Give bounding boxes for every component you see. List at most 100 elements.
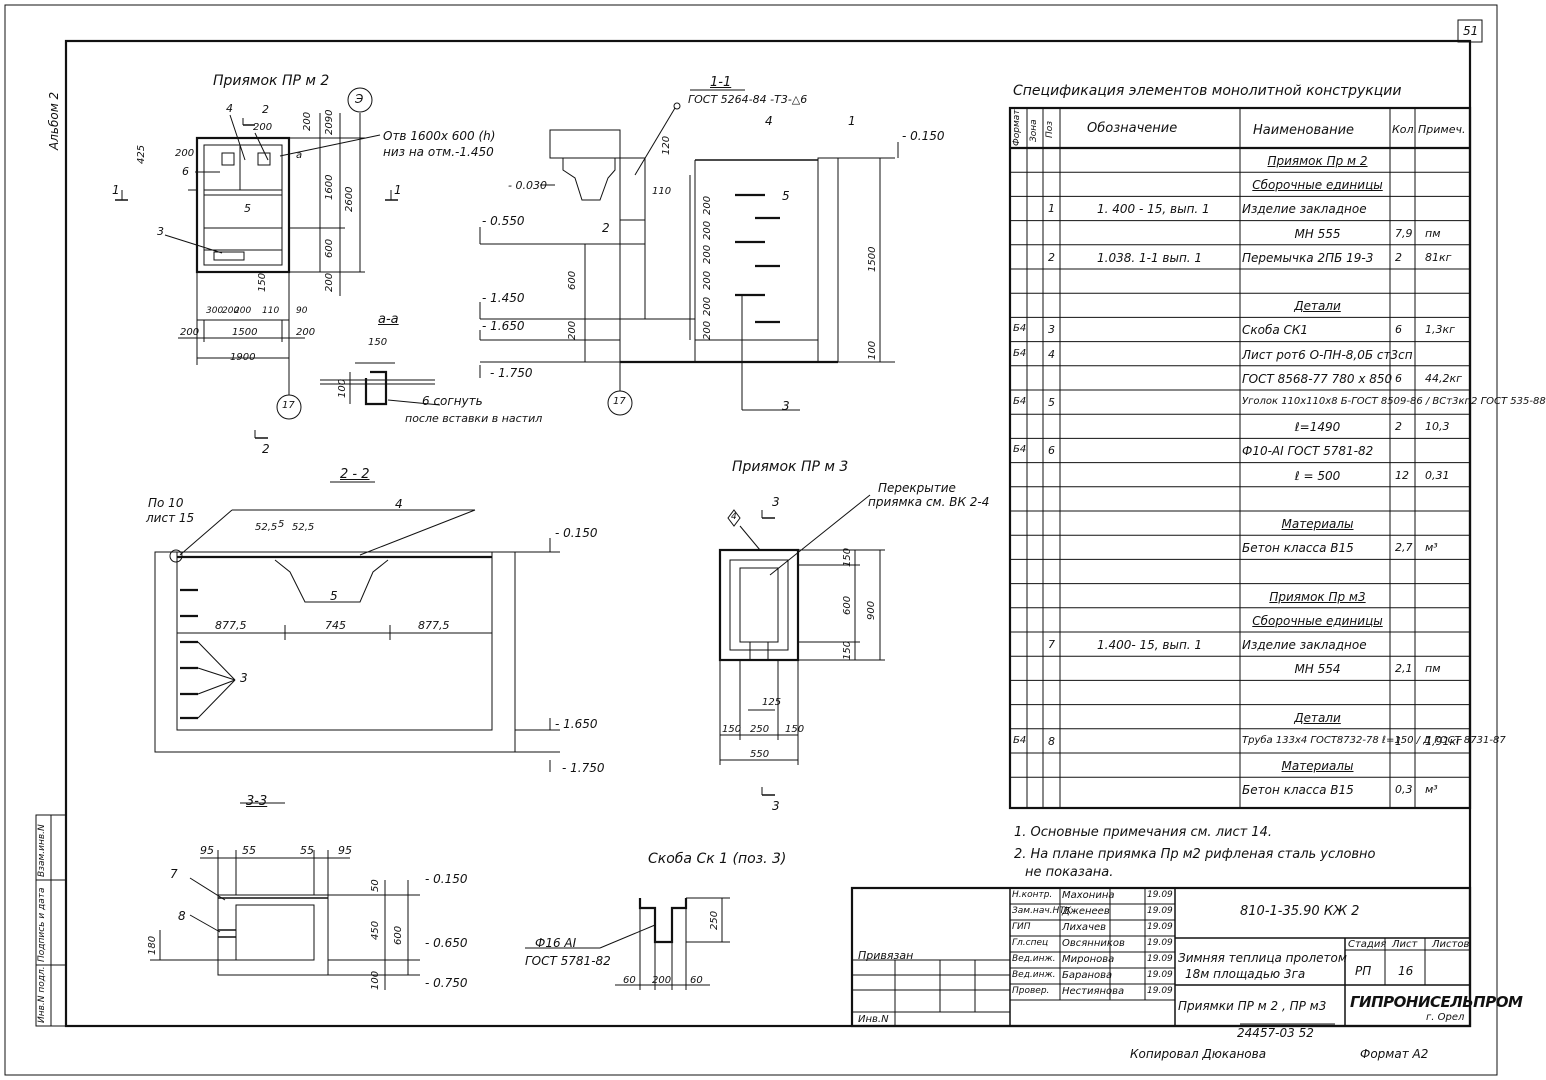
s11-step-2: 200 <box>702 220 713 240</box>
s22-dim-745: 745 <box>325 619 346 632</box>
prm3-dim-550: 550 <box>750 749 770 760</box>
s33-dim-55-a: 55 <box>242 844 256 857</box>
dim-300: 300 <box>206 306 224 316</box>
s22-elev-1750: - 1.750 <box>562 761 605 775</box>
spec-cell-pos: 5 <box>1048 396 1055 409</box>
s11-step-5: 200 <box>702 296 713 316</box>
s33-dim-95-b: 95 <box>338 844 352 857</box>
spec-cell-note: 1,3кг <box>1425 323 1455 337</box>
spec-cell-note: пм <box>1425 662 1441 676</box>
s33-dim-100: 100 <box>370 970 381 990</box>
s33-dim-55-b: 55 <box>300 844 314 857</box>
note-2: 2. На плане приямка Пр м2 рифленая сталь… <box>1014 847 1376 862</box>
tb-date: 19.09 <box>1147 890 1173 900</box>
spec-cell-qty: 6 <box>1395 323 1402 337</box>
s33-dim-180: 180 <box>147 935 158 955</box>
spec-cell-name: Лист рот6 О-ПН-8,0Б ст3сп <box>1242 347 1413 362</box>
tb-inv: Инв.N <box>858 1014 889 1025</box>
prm3-section-3-bottom: 3 <box>772 799 780 813</box>
spec-cell-name: Бетон класса В15 <box>1242 783 1354 798</box>
spec-cell-pos: 3 <box>1048 323 1055 337</box>
s22-dim-877-a: 877,5 <box>215 619 247 632</box>
tb-role: Вед.инж. <box>1012 954 1056 964</box>
s11-dim-110: 110 <box>652 186 672 197</box>
spec-cell-pos: 6 <box>1048 444 1055 458</box>
plan-pos-3: 3 <box>157 225 164 238</box>
dim-200-b2: 200 <box>234 306 252 316</box>
s33-elev-0650: - 0.650 <box>425 936 468 950</box>
aa-note-1: 6 согнуть <box>422 394 483 408</box>
spec-cell-name: Бетон класса В15 <box>1242 541 1354 556</box>
s22-elev-0150: - 0.150 <box>555 526 598 540</box>
stamp-inv-label: Инв.N подл. <box>37 966 47 1023</box>
spec-cell-note: 1,91кг <box>1425 734 1462 748</box>
s11-elev-0150: - 0.150 <box>902 129 945 143</box>
section-mark-2-bottom: 2 <box>262 442 270 456</box>
spec-cell-qty: 2 <box>1395 250 1402 264</box>
spec-cell-qty: 2 <box>1395 420 1402 434</box>
spec-cell-name: Скоба СК1 <box>1242 323 1309 338</box>
tb-project-1: Зимняя теплица пролетом <box>1178 951 1347 965</box>
tb-name: Лихачев <box>1062 922 1107 933</box>
s11-dim-120: 120 <box>661 135 672 155</box>
spec-cell-name: МН 555 <box>1294 226 1341 241</box>
tb-stage-label: Стадия <box>1348 939 1387 950</box>
s22-ref-1: По 10 <box>148 496 184 510</box>
spec-cell-format: Б4 <box>1013 396 1027 407</box>
spec-cell-format: Б4 <box>1013 734 1027 746</box>
prm3-section-3-top: 3 <box>772 495 780 509</box>
s22-dim-5: 5 <box>278 519 285 530</box>
section-mark-1-right: 1 <box>394 183 402 197</box>
tb-sheets-label: Листов <box>1432 939 1470 950</box>
tb-code: 810-1-35.90 КЖ 2 <box>1240 904 1360 919</box>
s33-elev-0750: - 0.750 <box>425 976 468 990</box>
s22-elev-1650: - 1.650 <box>555 717 598 731</box>
spec-cell-designation: 1. 400 - 15, вып. 1 <box>1097 202 1210 217</box>
tb-city: г. Орел <box>1426 1012 1465 1023</box>
spec-cell-name: Изделие закладное <box>1242 202 1367 217</box>
s11-elev-1650: - 1.650 <box>482 319 525 333</box>
aa-dim-150: 150 <box>368 337 388 348</box>
s11-pos-5: 5 <box>782 189 790 203</box>
tb-role: Вед.инж. <box>1012 970 1056 980</box>
prm3-dim-150-b1: 150 <box>722 724 742 735</box>
dim-200-left: 200 <box>175 148 195 159</box>
spec-header-designation: Обозначение <box>1087 121 1178 136</box>
spec-header-name: Наименование <box>1253 123 1355 138</box>
tb-date: 19.09 <box>1147 922 1173 932</box>
spec-cell-name: Сборочные единицы <box>1252 613 1383 628</box>
prm3-dim-250: 250 <box>750 724 770 735</box>
spec-cell-name: ГОСТ 8568-77 780 х 850 <box>1242 371 1393 386</box>
dim-600: 600 <box>324 238 335 258</box>
s11-dim-200: 200 <box>567 320 578 340</box>
tb-date: 19.09 <box>1147 938 1173 948</box>
prm3-dim-600: 600 <box>842 595 853 615</box>
s33-dim-600: 600 <box>393 925 404 945</box>
spec-cell-format: Б4 <box>1013 347 1027 359</box>
spec-cell-name: Изделие закладное <box>1242 638 1367 652</box>
s11-dim-100: 100 <box>867 340 878 360</box>
s22-pos-3: 3 <box>240 671 248 685</box>
s11-step-3: 200 <box>702 244 713 264</box>
tb-date: 19.09 <box>1147 986 1173 996</box>
skoba-rebar: Ф16 АI <box>535 936 577 950</box>
dim-110: 110 <box>262 306 280 316</box>
tb-sheet-label: Лист <box>1392 939 1418 950</box>
tb-name: Махонина <box>1062 890 1115 901</box>
spec-cell-name: Материалы <box>1281 759 1354 773</box>
spec-cell-format: Б4 <box>1013 444 1027 456</box>
spec-cell-note: 44,2кг <box>1425 371 1462 385</box>
s22-ref-2: лист 15 <box>146 511 195 525</box>
s33-pos-7: 7 <box>170 867 178 881</box>
spec-cell-qty: 12 <box>1395 468 1409 482</box>
tb-role: Н.контр. <box>1012 890 1053 900</box>
dim-200-b1: 200 <box>222 306 240 316</box>
skoba-dim-60-b: 60 <box>690 975 703 986</box>
section-mark-1-left: 1 <box>112 183 120 197</box>
axis-17-plan: 17 <box>282 400 295 411</box>
spec-cell-designation: 1.400- 15, вып. 1 <box>1097 638 1203 652</box>
tb-date: 19.09 <box>1147 906 1173 916</box>
inventory-number: 24457-03 52 <box>1237 1026 1314 1040</box>
plan-pos-a: а <box>296 150 303 161</box>
tb-project-2: 18м площадью 3га <box>1185 967 1306 981</box>
